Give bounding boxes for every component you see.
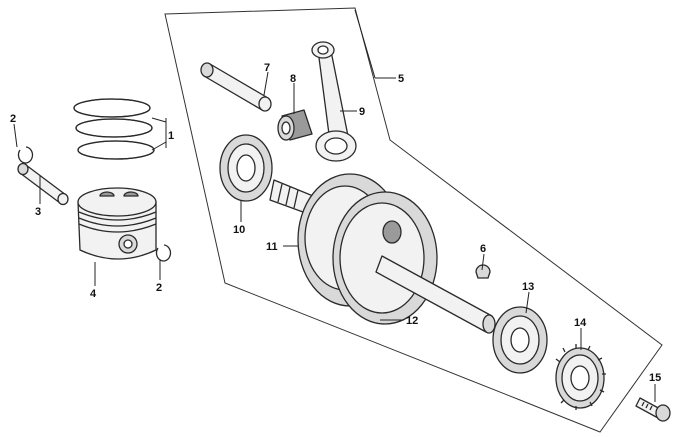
piston-pin <box>17 162 69 206</box>
callout-1: 1 <box>168 130 174 142</box>
connecting-rod <box>311 41 357 162</box>
crank-pin <box>200 62 272 112</box>
crankshaft <box>269 173 496 334</box>
callout-11: 11 <box>266 241 278 253</box>
callout-13: 13 <box>522 281 534 293</box>
callout-12: 12 <box>406 315 418 327</box>
callout-5: 5 <box>398 73 404 85</box>
circlip-left <box>17 146 34 164</box>
piston-rings <box>73 98 155 160</box>
callout-9: 9 <box>359 106 365 118</box>
needle-bearing <box>277 109 313 141</box>
timing-sprocket <box>555 344 606 410</box>
callout-14: 14 <box>574 317 587 329</box>
callout-4: 4 <box>90 288 97 300</box>
main-bearing-right <box>492 306 548 374</box>
woodruff-key <box>475 264 491 279</box>
flange-bolt <box>635 397 671 422</box>
main-bearing-left <box>219 134 273 202</box>
callout-10: 10 <box>233 224 245 236</box>
circlip-right <box>155 244 172 262</box>
callout-6: 6 <box>480 243 486 255</box>
leader-lines <box>13 9 656 402</box>
callout-2-left: 2 <box>10 113 16 125</box>
piston <box>77 187 157 260</box>
callout-labels: 1 2 2 3 4 5 6 7 8 9 10 11 12 13 14 15 <box>10 62 661 384</box>
callout-3: 3 <box>35 206 41 218</box>
callout-2-right: 2 <box>156 282 162 294</box>
callout-15: 15 <box>649 372 661 384</box>
callout-7: 7 <box>264 62 270 74</box>
callout-8: 8 <box>290 73 296 85</box>
